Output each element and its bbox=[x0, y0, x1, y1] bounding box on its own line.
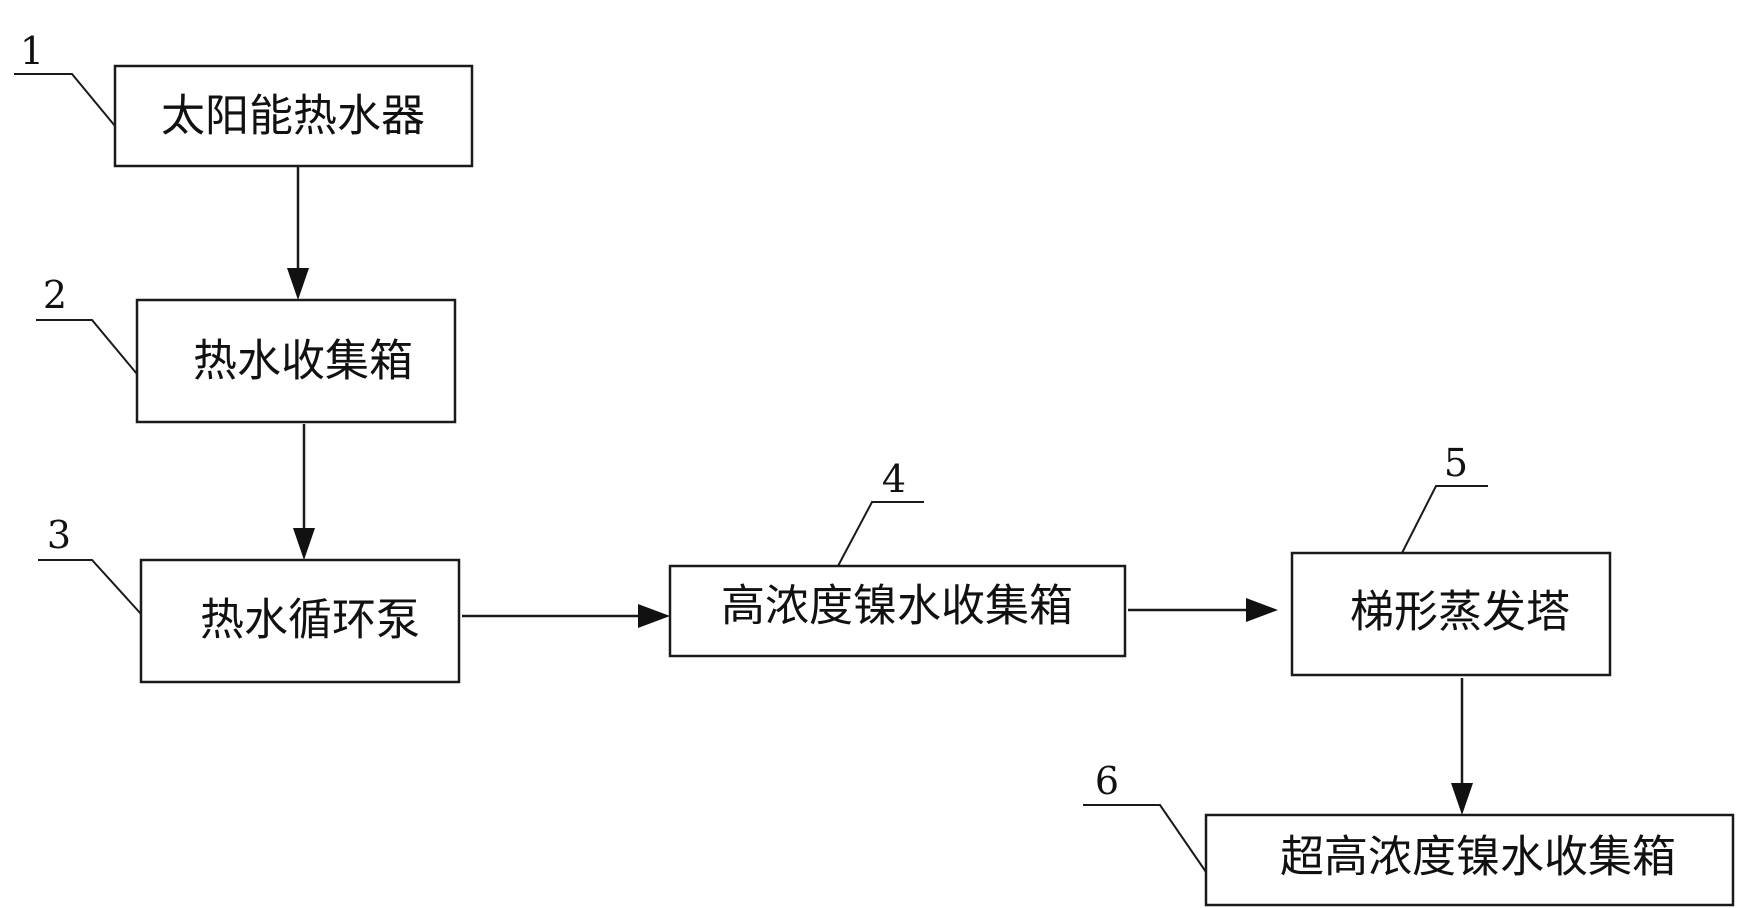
node-box bbox=[113, 64, 474, 168]
node-box bbox=[1204, 813, 1735, 907]
node-label: 超高浓度镍水收集箱 bbox=[1280, 832, 1676, 883]
node-box bbox=[135, 298, 457, 424]
node-3: 热水循环泵 3 bbox=[38, 513, 461, 684]
node-box bbox=[1290, 551, 1612, 677]
node-4: 高浓度镍水收集箱 4 bbox=[668, 457, 1127, 658]
node-number: 3 bbox=[47, 513, 71, 557]
edge-1-to-2 bbox=[287, 166, 309, 300]
node-label: 梯形蒸发塔 bbox=[1350, 587, 1570, 638]
edge-3-to-4 bbox=[462, 604, 670, 628]
node-box bbox=[668, 564, 1127, 658]
node-number: 1 bbox=[20, 29, 44, 73]
leader-line bbox=[14, 73, 116, 127]
edge-4-to-5 bbox=[1128, 598, 1278, 622]
node-box bbox=[139, 558, 461, 684]
leader-line bbox=[837, 501, 924, 567]
node-label: 热水循环泵 bbox=[200, 595, 420, 646]
node-6: 超高浓度镍水收集箱 6 bbox=[1083, 759, 1735, 907]
leader-line bbox=[1401, 485, 1488, 554]
node-label: 热水收集箱 bbox=[193, 336, 413, 387]
node-label: 太阳能热水器 bbox=[161, 91, 425, 142]
node-number: 4 bbox=[882, 457, 906, 501]
node-1: 太阳能热水器 1 bbox=[14, 29, 474, 168]
node-number: 6 bbox=[1095, 759, 1119, 803]
leader-line bbox=[1083, 804, 1207, 873]
edge-2-to-3 bbox=[293, 424, 315, 560]
node-5: 梯形蒸发塔 5 bbox=[1290, 441, 1612, 677]
node-number: 5 bbox=[1444, 441, 1468, 485]
node-label: 高浓度镍水收集箱 bbox=[721, 581, 1073, 632]
node-2: 热水收集箱 2 bbox=[36, 273, 457, 424]
leader-line bbox=[38, 559, 142, 615]
leader-line bbox=[36, 319, 138, 375]
node-number: 2 bbox=[43, 273, 67, 317]
edge-5-to-6 bbox=[1451, 678, 1473, 815]
connectors bbox=[287, 166, 1473, 815]
